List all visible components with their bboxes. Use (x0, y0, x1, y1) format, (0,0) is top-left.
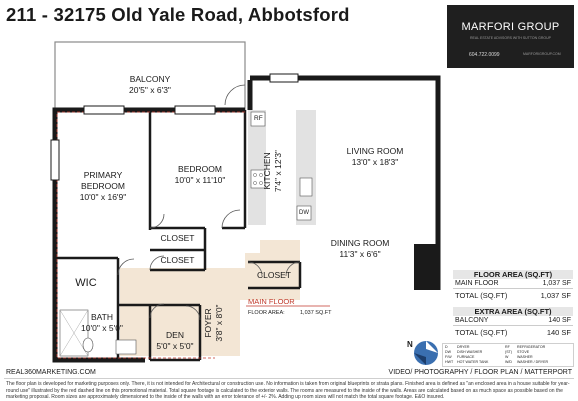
balcony-outline (54, 41, 246, 111)
logo-phone: 604.722.0099 (469, 52, 500, 58)
refrigerator-label: RF (254, 115, 263, 122)
dishwasher (296, 205, 312, 221)
living-room-name: LIVING ROOM (346, 146, 404, 156)
main-floor-area-label: FLOOR AREA: (248, 310, 285, 316)
closet-label-2: CLOSET (160, 255, 195, 265)
compass-north-label: N (407, 340, 413, 349)
primary-bedroom-label: PRIMARY BEDROOM 10'0" x 16'9" (58, 170, 148, 203)
kitchen-name: KITCHEN (262, 152, 272, 190)
bath-label: BATH 10'0" x 5'0" (72, 312, 132, 334)
table-row: TOTAL (SQ.FT) 140 SF (453, 326, 573, 339)
kitchen-sink (299, 177, 313, 197)
logo-name: MARFORI GROUP (461, 21, 560, 33)
primary-bedroom-size: 10'0" x 16'9" (79, 192, 127, 202)
wic-label: WIC (75, 277, 97, 289)
bedroom-size: 10'0" x 11'10" (174, 175, 226, 185)
floor-row-label: MAIN FLOOR (455, 280, 499, 287)
balcony-label: BALCONY 20'5" x 6'3" (100, 74, 200, 96)
living-room-label: LIVING ROOM 13'0" x 18'3" (330, 146, 420, 168)
windows (50, 73, 299, 181)
den-label: DEN 5'0" x 5'0" (150, 330, 200, 352)
main-floor-area-value: 1,037 SQ.FT (300, 310, 332, 316)
dining-room-size: 11'3" x 6'6" (339, 249, 381, 259)
bedroom-name: BEDROOM (178, 164, 222, 174)
footer-website-link[interactable]: REAL360MARKETING.COM (6, 369, 96, 376)
floor-row-value: 1,037 SF (542, 280, 571, 287)
primary-bedroom-name2: BEDROOM (81, 181, 125, 191)
foyer-label: FOYER 3'8" x 8'0" (203, 295, 225, 351)
foyer-name: FOYER (203, 308, 213, 338)
listing-address-title: 211 - 32175 Old Yale Road, Abbotsford (6, 4, 350, 25)
extra-area-table: EXTRA AREA (SQ.FT) BALCONY 140 SF TOTAL … (453, 307, 573, 339)
den-name: DEN (166, 330, 184, 340)
dining-room-label: DINING ROOM 11'3" x 6'6" (315, 238, 405, 260)
finished-area-line (56, 111, 245, 359)
brand-logo: MARFORI GROUP REAL ESTATE ADVISORS WITH … (447, 5, 574, 68)
extra-total-label: TOTAL (SQ.FT) (455, 328, 508, 337)
extra-area-header: EXTRA AREA (SQ.FT) (453, 307, 573, 316)
kitchen-label: KITCHEN 7'4" x 12'3" (262, 131, 284, 211)
bath-vanity (115, 339, 137, 355)
living-room-size: 13'0" x 18'3" (351, 157, 399, 167)
table-row: TOTAL (SQ.FT) 1,037 SF (453, 289, 573, 302)
kitchen-counter-left (248, 110, 266, 225)
dining-room-name: DINING ROOM (330, 238, 390, 248)
structural-column (414, 244, 440, 290)
footer-divider (4, 378, 574, 379)
balcony-name: BALCONY (129, 74, 171, 84)
bath-size: 10'0" x 5'0" (81, 323, 123, 333)
balcony-size: 20'5" x 6'3" (129, 85, 171, 95)
logo-website: MARFORIGROUP.COM (523, 52, 561, 56)
closet-label-1: CLOSET (160, 233, 195, 243)
extra-total-value: 140 SF (546, 328, 571, 337)
main-floor-label: MAIN FLOOR (248, 297, 295, 306)
primary-bedroom-name1: PRIMARY (83, 170, 123, 180)
bedroom-label: BEDROOM 10'0" x 11'10" (160, 164, 240, 186)
toilet (82, 337, 94, 353)
door-swings (117, 84, 301, 321)
floor-area-header: FLOOR AREA (SQ.FT) (453, 270, 573, 279)
den-size: 5'0" x 5'0" (156, 341, 194, 351)
closet-label-3: CLOSET (256, 270, 291, 280)
footer-disclaimer: The floor plan is developed for marketin… (6, 381, 570, 400)
footer-services: VIDEO/ PHOTOGRAPHY / FLOOR PLAN / MATTER… (388, 369, 572, 376)
table-row: BALCONY 140 SF (453, 316, 573, 326)
refrigerator (250, 111, 266, 127)
stove (250, 169, 266, 189)
logo-tagline: REAL ESTATE ADVISORS WITH SUTTON GROUP (470, 36, 551, 40)
table-row: MAIN FLOOR 1,037 SF (453, 279, 573, 289)
extra-row-value: 140 SF (548, 317, 571, 324)
kitchen-size: 7'4" x 12'3" (273, 150, 283, 192)
foyer-size: 3'8" x 8'0" (214, 304, 224, 342)
floor-area-table: FLOOR AREA (SQ.FT) MAIN FLOOR 1,037 SF T… (453, 270, 573, 302)
compass-icon (414, 341, 438, 365)
extra-row-label: BALCONY (455, 317, 489, 324)
floor-total-value: 1,037 SF (540, 291, 571, 300)
dishwasher-label: DW (299, 210, 309, 216)
bath-name: BATH (90, 312, 114, 322)
floor-total-label: TOTAL (SQ.FT) (455, 291, 508, 300)
